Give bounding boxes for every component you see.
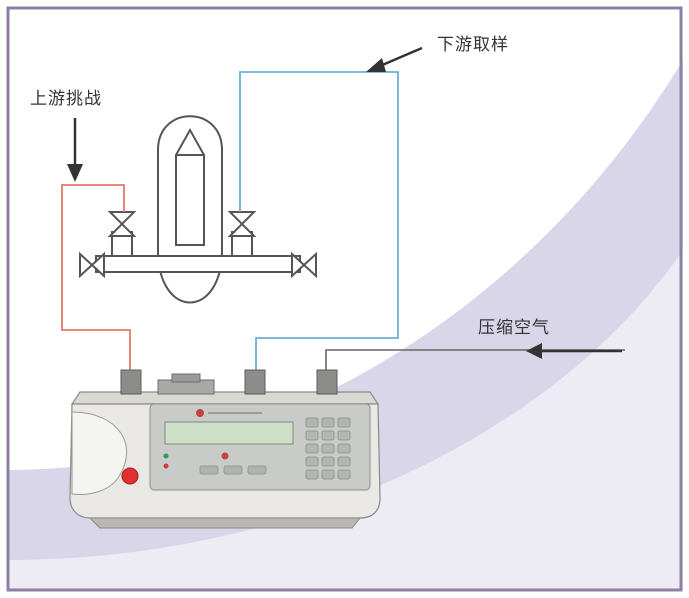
downstream-sampling-label: 下游取样 [437, 35, 509, 55]
downstream-line [239, 71, 399, 372]
keypad-key[interactable] [321, 443, 335, 454]
upstream-line [61, 184, 131, 372]
left-end-valve [79, 251, 105, 279]
center-block-cap [171, 373, 201, 383]
keypad-key[interactable] [321, 469, 335, 480]
keypad [305, 417, 351, 480]
upstream-port [120, 369, 142, 395]
upstream-arrow-head [67, 164, 83, 182]
keypad-key[interactable] [337, 469, 351, 480]
status-led-green [163, 453, 169, 459]
instrument-handle-recess [71, 411, 128, 495]
lcd-display [164, 421, 294, 445]
panel-logo-mark [221, 452, 229, 460]
filter-housing-assembly [79, 115, 317, 304]
right-end-valve [291, 251, 317, 279]
air-arrow-head [526, 343, 542, 359]
keypad-key[interactable] [305, 469, 319, 480]
panel-brand-mark [196, 409, 204, 417]
soft-key-1[interactable] [199, 465, 219, 475]
right-upper-valve [227, 211, 257, 237]
keypad-key[interactable] [305, 430, 319, 441]
keypad-key[interactable] [337, 417, 351, 428]
keypad-key[interactable] [337, 430, 351, 441]
keypad-key[interactable] [305, 443, 319, 454]
downstream-arrow-shaft [379, 46, 423, 68]
left-upper-valve [107, 211, 137, 237]
soft-key-2[interactable] [223, 465, 243, 475]
compressed-air-label: 压缩空气 [478, 318, 550, 338]
air-inlet-port [316, 369, 338, 395]
compressed-air-line [325, 349, 625, 372]
background-swoosh-inner [8, 250, 683, 590]
downstream-arrow-head [366, 58, 386, 72]
keypad-key[interactable] [305, 417, 319, 428]
keypad-key[interactable] [305, 456, 319, 467]
keypad-key[interactable] [321, 456, 335, 467]
control-panel [149, 403, 371, 491]
status-led-red [163, 463, 169, 469]
keypad-key[interactable] [321, 430, 335, 441]
soft-key-3[interactable] [247, 465, 267, 475]
power-button[interactable] [121, 467, 139, 485]
test-instrument [69, 369, 381, 529]
keypad-key[interactable] [337, 443, 351, 454]
filter-cartridge [175, 127, 205, 246]
manifold-pipe [95, 255, 301, 273]
upstream-challenge-label: 上游挑战 [30, 89, 102, 109]
outer-frame [6, 6, 683, 592]
arrows [67, 46, 622, 359]
instrument-base [88, 517, 362, 529]
downstream-port [244, 369, 266, 395]
keypad-key[interactable] [337, 456, 351, 467]
keypad-key[interactable] [321, 417, 335, 428]
